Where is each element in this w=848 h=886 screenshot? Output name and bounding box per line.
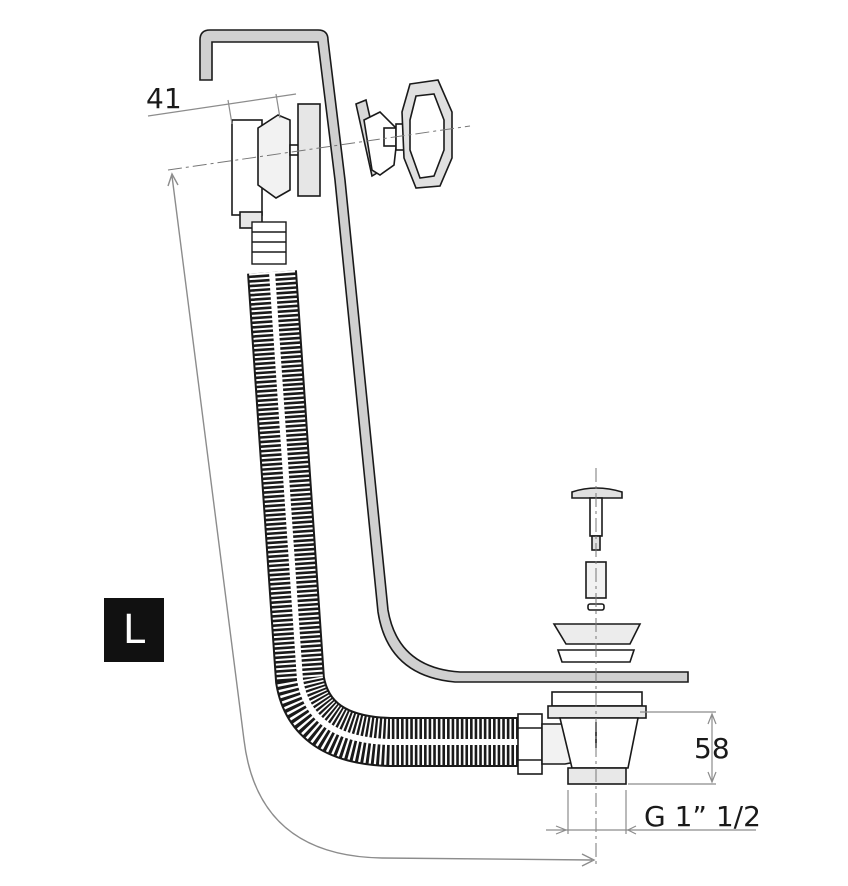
bathtub-profile: [199, 29, 689, 683]
model-badge-letter: L: [122, 607, 146, 653]
flexible-hose: [247, 270, 520, 767]
dimension-L-arrow: [167, 172, 596, 867]
waste-body: [547, 691, 647, 785]
overflow-centerline: [167, 125, 471, 171]
overflow-connector: [251, 221, 287, 265]
overflow-assembly: [231, 79, 453, 229]
dimension-41-label: 41: [146, 82, 182, 115]
dimension-58-label: 58: [694, 732, 730, 765]
dimension-58: [628, 711, 717, 785]
plug-assembly: [552, 487, 642, 663]
dimension-thread-label: G 1” 1/2: [644, 800, 761, 833]
model-badge: L: [104, 598, 164, 662]
dimension-41: [147, 93, 297, 125]
dimension-thread: [546, 790, 756, 835]
